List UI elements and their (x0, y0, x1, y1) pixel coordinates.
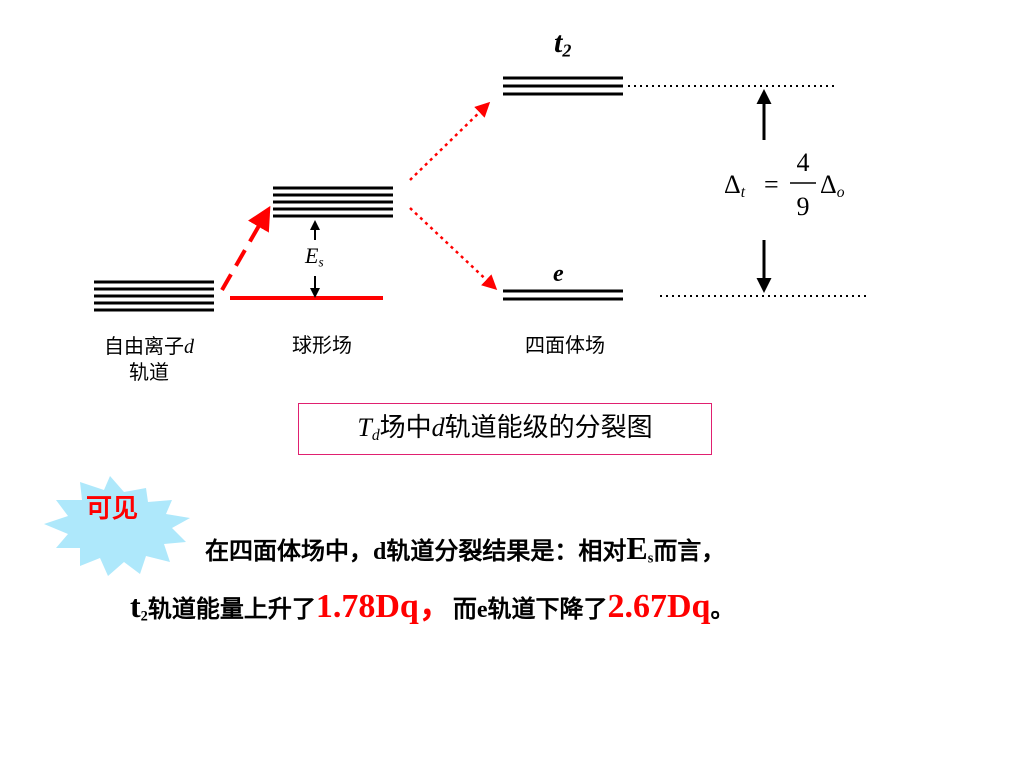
tetrahedral-field-label: 四面体场 (525, 335, 605, 357)
raise-arrow (220, 205, 271, 291)
figure-caption: Td场中d轨道能级的分裂图 (298, 403, 712, 455)
e-levels (503, 289, 623, 301)
free-ion-levels (94, 280, 214, 312)
fraction-denominator: 9 (796, 192, 810, 221)
delta-t-symbol: Δt (724, 170, 746, 201)
value-down: 2.67Dq (607, 588, 711, 625)
fraction-numerator: 4 (796, 148, 810, 177)
t2-label: t2 (554, 26, 572, 61)
delta-o-symbol: Δo (820, 170, 845, 201)
badge-text: 可见 (85, 494, 138, 523)
equals-sign: = (764, 170, 779, 199)
es-label: Es (305, 243, 324, 270)
split-arrow-down (409, 207, 498, 291)
spherical-field-levels (273, 186, 393, 218)
conclusion-line-2: t2轨道能量上升了1.78Dq，而e轨道下降了2.67Dq。 (130, 588, 735, 625)
badge-starburst (44, 476, 190, 576)
t2-levels (503, 76, 623, 96)
split-arrow-up (409, 101, 491, 181)
value-up: 1.78Dq， (315, 588, 453, 625)
conclusion-line-1: 在四面体场中，d轨道分裂结果是：相对Es而言， (205, 530, 726, 567)
free-ion-label: 自由离子d 轨道 (104, 336, 194, 384)
e-label: e (553, 261, 564, 287)
spherical-field-label: 球形场 (292, 335, 352, 357)
